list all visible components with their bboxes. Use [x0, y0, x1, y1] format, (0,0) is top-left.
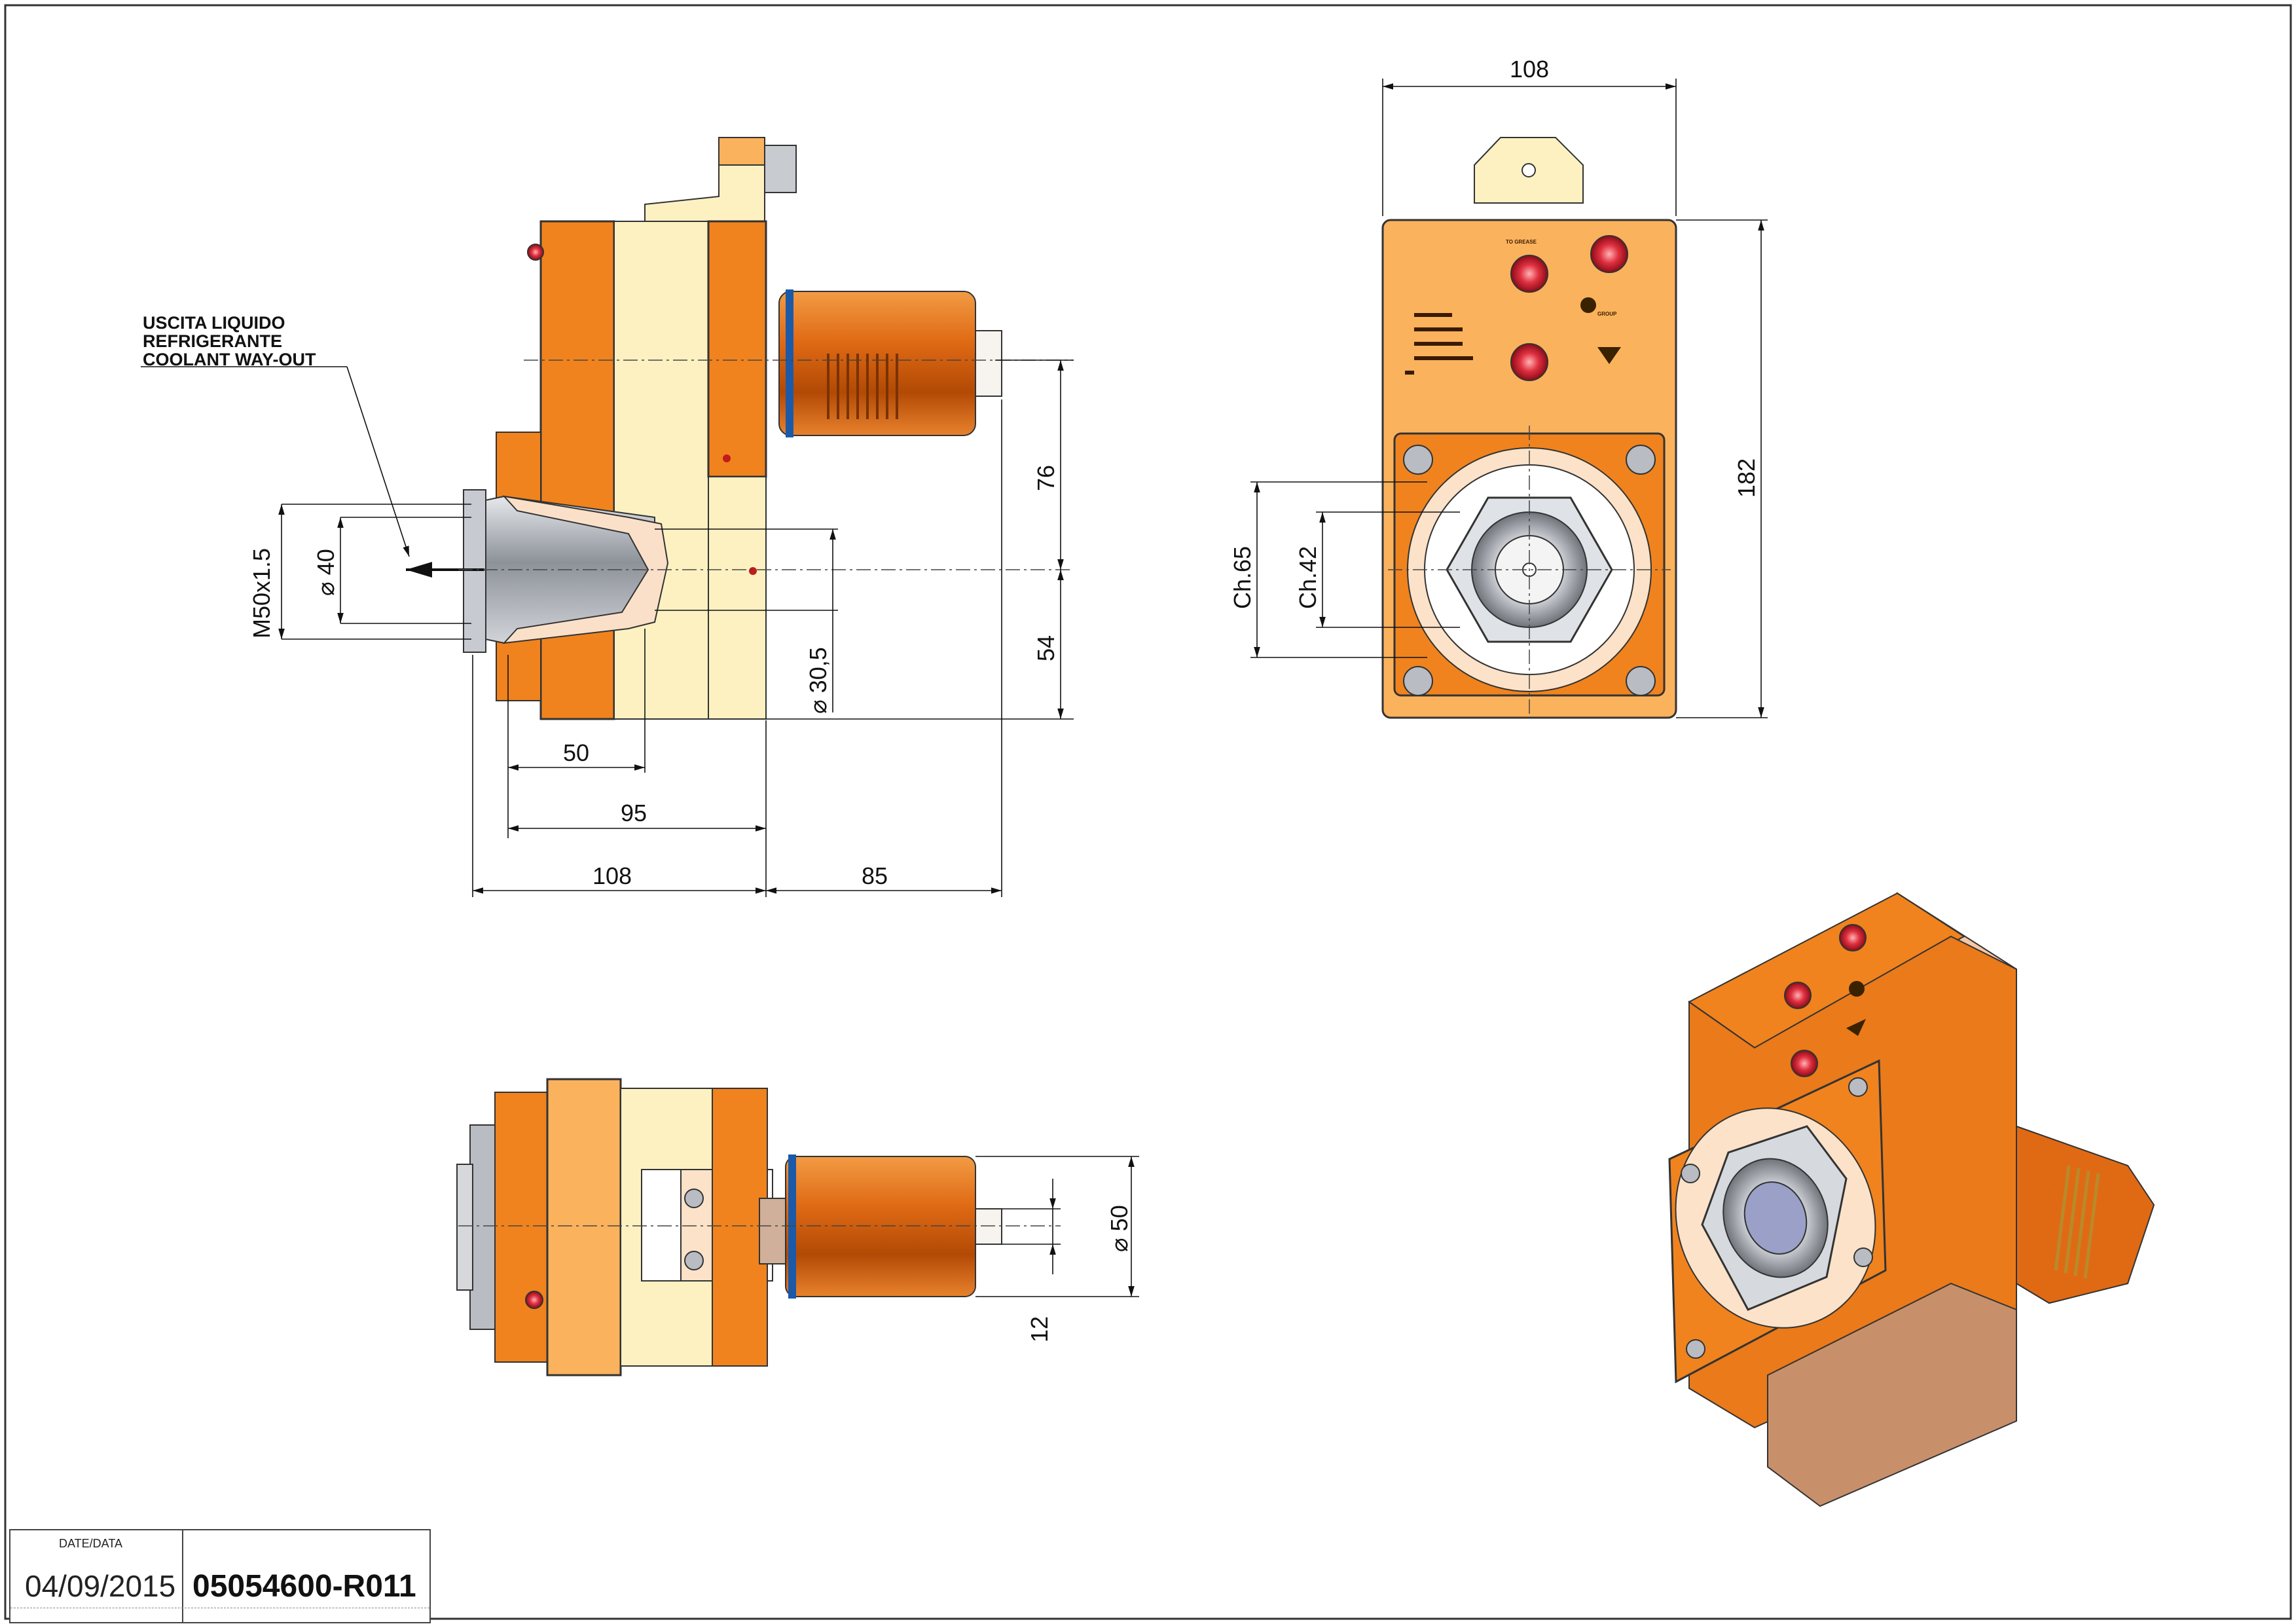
dim-ch65: Ch.65	[1229, 546, 1256, 609]
sheet-border	[4, 4, 2292, 1620]
top-bracket	[718, 137, 765, 166]
shank-thread	[827, 354, 898, 419]
front-view: TO GREASE GROUP	[1229, 56, 1768, 719]
shank-pin	[975, 330, 1002, 397]
dim-ch42: Ch.42	[1294, 546, 1321, 609]
direction-triangle	[1597, 347, 1621, 364]
coolant-label-2: REFRIGERANTE	[143, 331, 282, 351]
top-right-housing	[712, 1088, 768, 1367]
lower-housing	[708, 476, 767, 720]
dim-d30-5: ⌀ 30,5	[805, 647, 831, 714]
small-dot-side	[723, 454, 731, 462]
dim-50: 50	[563, 739, 589, 766]
drawing-number: 05054600-R011	[192, 1569, 416, 1604]
dim-182: 182	[1733, 458, 1760, 498]
small-dot-side-2	[749, 567, 757, 575]
red-fitting-side	[527, 244, 544, 261]
drawing-date: 04/09/2015	[25, 1569, 176, 1603]
title-block: DATE/DATA 04/09/2015 05054600-R011	[9, 1529, 431, 1623]
top-view: ⌀ 50 12	[456, 1078, 1139, 1376]
top-left-nut	[469, 1124, 496, 1330]
left-flange	[539, 220, 615, 720]
dim-d40: ⌀ 40	[312, 549, 339, 596]
isometric-view	[1668, 892, 2155, 1507]
top-shank-pin	[975, 1208, 1002, 1245]
iso-grease-fittings	[1784, 924, 1867, 1077]
top-screw-2	[684, 1251, 704, 1270]
top-flange	[546, 1078, 622, 1376]
coolant-label-3: COOLANT WAY-OUT	[143, 350, 316, 369]
iso-collet-bore	[1743, 1181, 1808, 1255]
dim-95: 95	[621, 800, 647, 826]
iso-shank	[2016, 1125, 2155, 1304]
dim-54: 54	[1032, 635, 1059, 661]
date-label: DATE/DATA	[59, 1537, 123, 1550]
top-bracket-bolt	[764, 145, 797, 193]
dim-12: 12	[1026, 1316, 1053, 1342]
iso-brand-logo	[1849, 981, 1865, 997]
grease-fitting-3	[1510, 343, 1548, 381]
iso-bottom-block	[1767, 1282, 2017, 1507]
side-view: USCITA LIQUIDO REFRIGERANTE COOLANT WAY-…	[141, 137, 1074, 897]
dim-108-side: 108	[592, 862, 632, 889]
front-bracket-hole	[1522, 163, 1536, 177]
top-left-hex	[456, 1164, 473, 1291]
top-shank-oring	[788, 1154, 796, 1299]
dim-85: 85	[862, 862, 888, 889]
iso-direction-triangle	[1846, 1019, 1866, 1036]
top-collar	[494, 1092, 548, 1363]
grease-label: TO GREASE	[1506, 239, 1537, 245]
title-block-date-cell: DATE/DATA 04/09/2015	[10, 1530, 183, 1622]
grease-fitting-1	[1510, 255, 1548, 293]
front-screws	[1403, 445, 1656, 696]
grease-fitting-2	[1590, 235, 1628, 273]
dim-m50: M50x1.5	[248, 548, 275, 638]
collet-section-wall	[502, 495, 669, 644]
left-flange-face	[613, 221, 709, 720]
top-bracket-wedge	[644, 164, 765, 223]
iso-shank-thread	[2054, 1165, 2100, 1279]
top-screw-1	[684, 1189, 704, 1208]
dim-d50: ⌀ 50	[1106, 1205, 1133, 1252]
shank-oring	[786, 289, 793, 437]
brand-label: GROUP	[1597, 311, 1617, 317]
center-housing	[707, 220, 767, 478]
top-shank	[785, 1156, 976, 1297]
front-plate-text	[1405, 313, 1473, 375]
dim-108-front: 108	[1510, 56, 1549, 83]
coolant-label-1: USCITA LIQUIDO	[143, 313, 285, 333]
iso-flange-screws	[1681, 1077, 1873, 1359]
top-red-fitting	[525, 1291, 543, 1309]
brand-logo	[1580, 297, 1596, 313]
dim-76: 76	[1032, 465, 1059, 491]
